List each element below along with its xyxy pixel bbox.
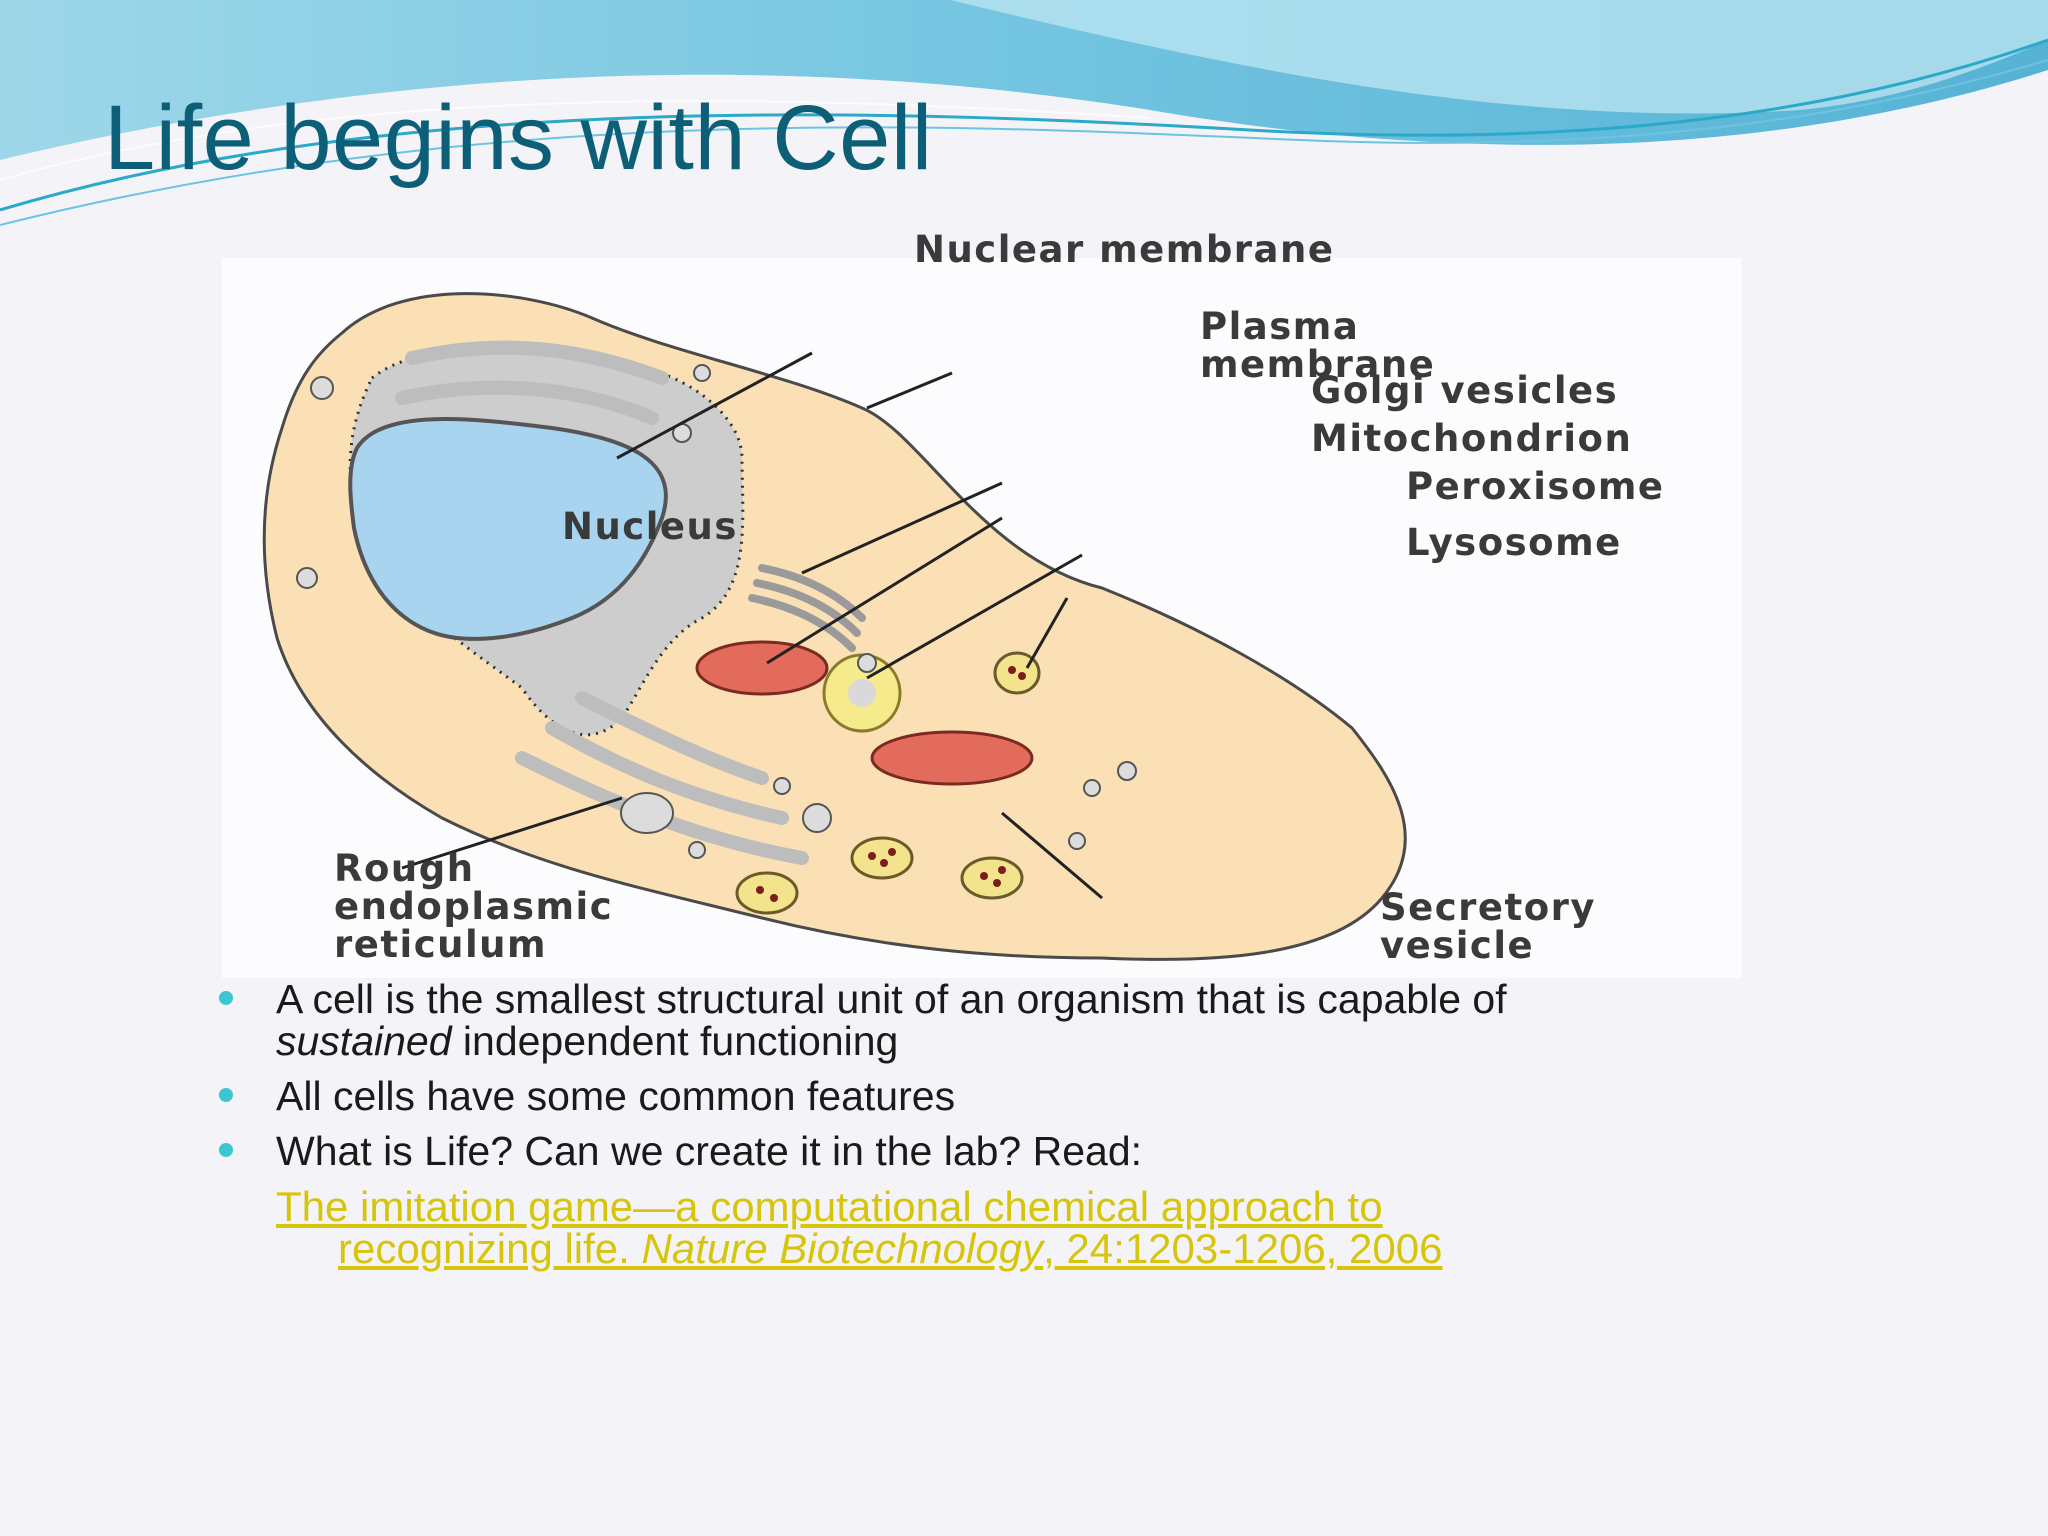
bullet-list: A cell is the smallest structural unit o…: [219, 976, 1736, 1185]
cell-illustration: [262, 292, 1407, 961]
reference-text: recognizing life.: [338, 1225, 642, 1272]
reference-citation: , 24:1203-1206, 2006: [1043, 1225, 1443, 1272]
reference-link[interactable]: The imitation game—a computational chemi…: [276, 1183, 1736, 1270]
label-nucleus: Nucleus: [562, 505, 738, 548]
bullet-dot: [219, 991, 233, 1005]
label-lysosome: Lysosome: [1406, 521, 1622, 564]
label-rough-er: Rough endoplasmic reticulum: [334, 847, 614, 966]
label-secretory-vesicle: Secretory vesicle: [1380, 886, 1596, 967]
cell-diagram: Nuclear membrane Plasma membrane Golgi v…: [222, 231, 1742, 978]
reference-journal: Nature Biotechnology: [641, 1225, 1044, 1272]
bullet-item-definition: A cell is the smallest structural unit o…: [219, 976, 1736, 1064]
nucleus: [348, 417, 668, 641]
label-mitochondrion: Mitochondrion: [1311, 417, 1633, 460]
bullet-item-what-is-life: What is Life? Can we create it in the la…: [219, 1128, 1736, 1174]
lysosome-3: [960, 856, 1024, 900]
lysosome-2: [850, 836, 914, 880]
slide-title: Life begins with Cell: [104, 87, 933, 189]
bullet-dot: [219, 1088, 233, 1102]
label-golgi-vesicles: Golgi vesicles: [1311, 369, 1619, 412]
mitochondrion-2: [870, 730, 1034, 786]
bullet-dot: [219, 1143, 233, 1157]
bullet-text: independent functioning: [451, 1018, 899, 1064]
lysosome-4: [735, 871, 799, 915]
bullet-text: All cells have some common features: [276, 1073, 956, 1119]
bullet-text: What is Life? Can we create it in the la…: [276, 1128, 1143, 1174]
reference-link-block: The imitation game—a computational chemi…: [276, 1186, 1736, 1270]
bullet-text-emphasis: sustained: [276, 1018, 452, 1064]
label-nuclear-membrane: Nuclear membrane: [914, 228, 1335, 271]
header-wave-decoration: [0, 0, 2048, 226]
bullet-item-common-features: All cells have some common features: [219, 1073, 1736, 1119]
golgi: [748, 564, 866, 652]
lysosome-1: [993, 651, 1041, 695]
label-peroxisome: Peroxisome: [1406, 465, 1665, 508]
reference-line-2: recognizing life. Nature Biotechnology, …: [276, 1228, 1736, 1270]
mitochondrion-1: [695, 640, 829, 696]
label-plasma-membrane: Plasma membrane: [1200, 305, 1436, 386]
reference-line-1: The imitation game—a computational chemi…: [276, 1183, 1383, 1230]
bullet-text: A cell is the smallest structural unit o…: [276, 976, 1507, 1022]
